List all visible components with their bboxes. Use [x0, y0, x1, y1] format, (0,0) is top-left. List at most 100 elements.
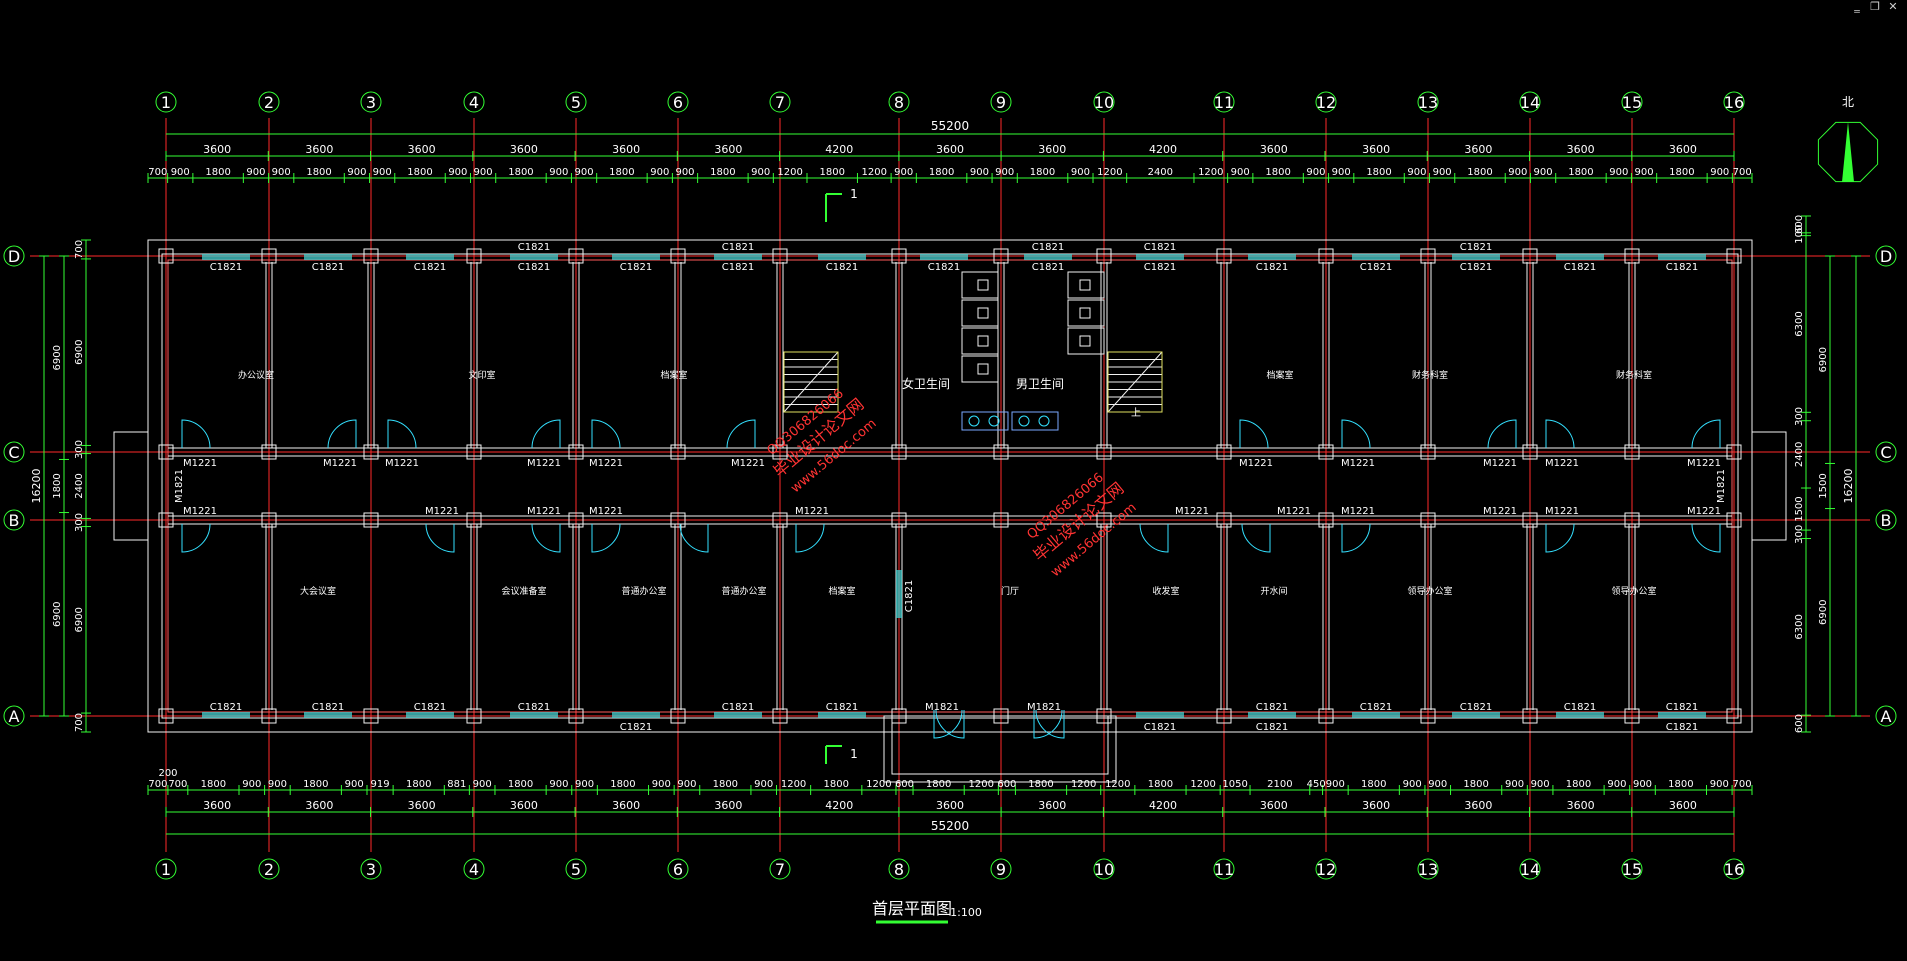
door-tag: M1821 [1027, 702, 1061, 713]
top-bay-dim-value: 4200 [1149, 143, 1177, 156]
walls-layer [113, 239, 1787, 783]
window-tag: C1821 [904, 580, 915, 612]
window-tag: C1821 [620, 262, 652, 273]
window-tag: C1821 [1144, 722, 1176, 733]
door-swing [1341, 419, 1371, 449]
stair-outline [783, 351, 839, 413]
top-bay-dim-value: 3600 [1362, 143, 1390, 156]
room-name: 男卫生间 [1016, 377, 1064, 391]
axis-bubble [1621, 858, 1643, 880]
openings-layer [181, 254, 1721, 739]
door-tag: M1221 [527, 506, 561, 517]
top-bay-dim-value: 3600 [714, 143, 742, 156]
column [1522, 708, 1538, 724]
top-detail-dim-value: 1200 [862, 167, 887, 178]
door-swing [726, 419, 756, 449]
axis-bubble [155, 858, 177, 880]
door-tag: M1221 [527, 458, 561, 469]
door-swing [425, 523, 455, 553]
door-tag: M1221 [1239, 458, 1273, 469]
window-tag: C1821 [1256, 722, 1288, 733]
door-tag: M1821 [925, 702, 959, 713]
room-name: 普通办公室 [721, 585, 766, 597]
minimize-icon[interactable]: ‗ [1854, 0, 1860, 13]
bottom-detail-dim-value: 1200 [1190, 779, 1215, 790]
bottom-detail-dim-value: 1200 [1071, 779, 1096, 790]
axis-bubble-label: 6 [673, 860, 683, 879]
column [568, 248, 584, 264]
room-name: 财务科室 [1412, 369, 1448, 381]
column [363, 248, 379, 264]
door-tag: M1221 [183, 506, 217, 517]
top-detail-dim-value: 900 [650, 167, 669, 178]
top-detail-dim-value: 1200 [777, 167, 802, 178]
window-tag: C1821 [1256, 262, 1288, 273]
bottom-detail-dim-value: 900 [575, 779, 594, 790]
column [261, 444, 277, 460]
axis-bubble [3, 245, 25, 267]
top-detail-dim-value: 900 [474, 167, 493, 178]
column [568, 444, 584, 460]
axis-bubble-label: 6 [673, 93, 683, 112]
column [1624, 512, 1640, 528]
top-bay-dim-value: 3600 [1567, 143, 1595, 156]
bottom-overall-value: 55200 [931, 819, 969, 833]
axis-bubble-label: 8 [894, 93, 904, 112]
bottom-detail-dim-value: 900 [549, 779, 568, 790]
axis-bubble [360, 858, 382, 880]
bottom-detail-dim-value: 1800 [713, 779, 738, 790]
window-top [304, 254, 352, 260]
window-tag: C1821 [826, 702, 858, 713]
window-top [612, 254, 660, 260]
window-tag: C1821 [722, 242, 754, 253]
window-tag: C1821 [826, 262, 858, 273]
bottom-detail-dim-value: 900 [345, 779, 364, 790]
room-name: 办公议室 [238, 369, 274, 381]
axis-bubble [1875, 509, 1897, 531]
window-bottom [1556, 712, 1604, 718]
restore-icon[interactable]: ❐ [1870, 0, 1880, 13]
axis-bubble-label: 2 [264, 860, 274, 879]
column [1624, 444, 1640, 460]
window-tag: C1821 [414, 262, 446, 273]
sink [1038, 415, 1050, 427]
side-entrance-wall [1751, 431, 1787, 541]
bottom-detail-dim-value: 900 [677, 779, 696, 790]
axis-bubble [1875, 441, 1897, 463]
room-name: 大会议室 [300, 585, 336, 597]
axis-bubble-label: A [9, 707, 20, 726]
top-bay-dim-value: 3600 [1464, 143, 1492, 156]
door-swing [1241, 523, 1271, 553]
axis-grid-layer: 1122334455667788991010111112121313141415… [3, 91, 1897, 880]
bottom-detail-dim-value: 900 [754, 779, 773, 790]
bottom-detail-dim-value: 1800 [406, 779, 431, 790]
axis-bubble-label: D [8, 247, 20, 266]
bottom-detail-dim-value: 600 [997, 779, 1016, 790]
axis-bubble [667, 91, 689, 113]
north-label: 北 [1842, 95, 1854, 109]
bottom-bay-dim-value: 4200 [825, 799, 853, 812]
top-detail-dim-value: 1800 [710, 167, 735, 178]
bottom-extra-value: 200 [158, 768, 177, 779]
top-bay-dim-value: 3600 [612, 143, 640, 156]
top-detail-dim-value: 1800 [1568, 167, 1593, 178]
axis-bubble-label: 3 [366, 860, 376, 879]
toilet-stall [1067, 271, 1105, 299]
top-detail-dim-value: 900 [894, 167, 913, 178]
axis-bubble [463, 858, 485, 880]
bottom-detail-dim-value: 700 [148, 779, 167, 790]
bottom-detail-dim-value: 1800 [1566, 779, 1591, 790]
top-detail-dim-value: 900 [171, 167, 190, 178]
axis-bubble [1213, 91, 1235, 113]
bottom-detail-dim-value: 1200 [866, 779, 891, 790]
top-detail-dim-value: 1800 [609, 167, 634, 178]
door-tag: M1821 [1716, 469, 1727, 503]
column [466, 708, 482, 724]
axis-bubble-label: D [1880, 247, 1892, 266]
close-icon[interactable]: ✕ [1888, 0, 1898, 13]
axis-bubble [1519, 858, 1541, 880]
top-bay-dim-value: 3600 [936, 143, 964, 156]
column [1216, 512, 1232, 528]
